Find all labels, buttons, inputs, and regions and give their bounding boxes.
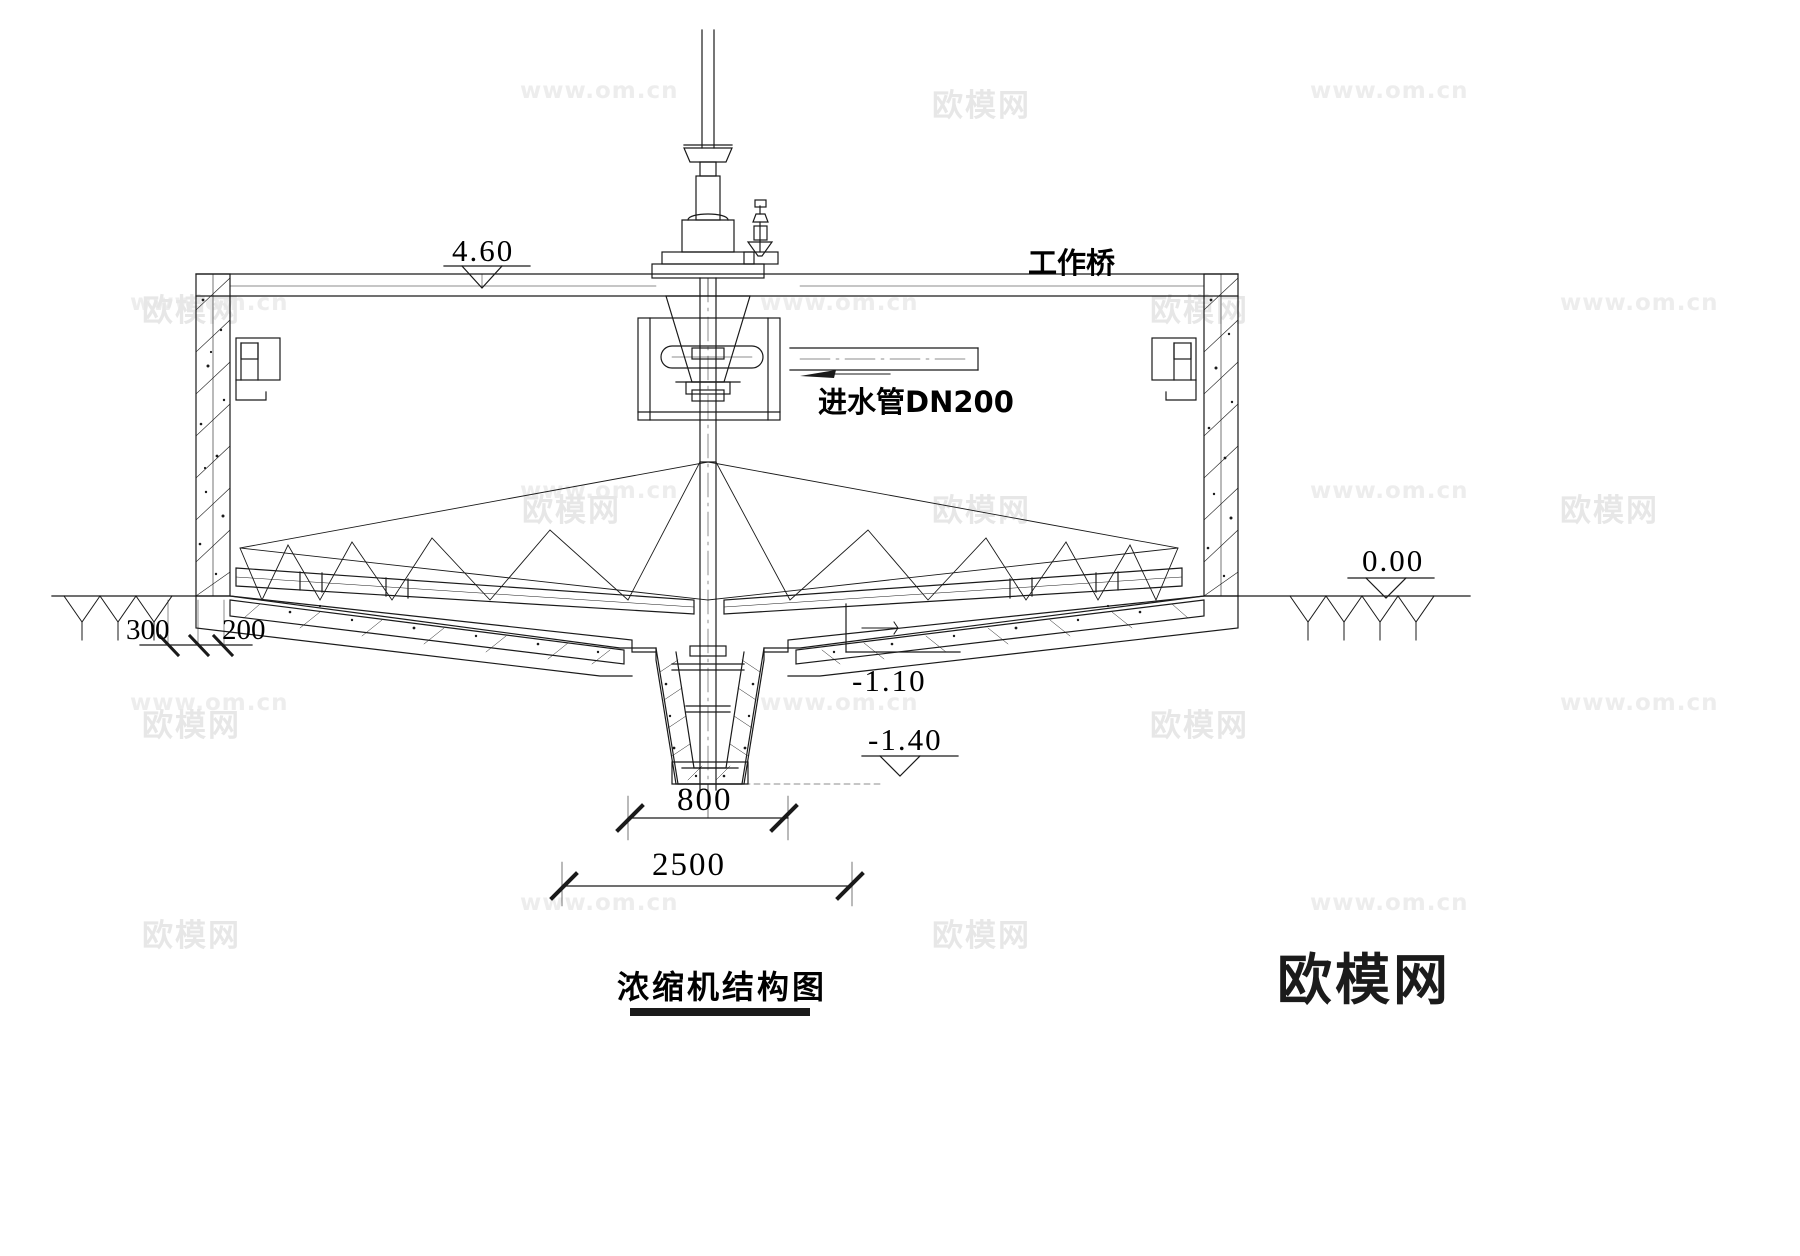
elevation-symbol-110 [845, 603, 961, 653]
rake-truss [239, 461, 1179, 602]
hopper-speckles [664, 682, 755, 778]
tank-inner-outline [229, 295, 1205, 597]
dimension-label-300: 300 [126, 614, 170, 646]
scraper-bar-right [723, 567, 1183, 615]
hopper-concrete-hatch [659, 659, 761, 781]
ground-hatch-right [1289, 595, 1435, 641]
elevation-label-minus110: -1.10 [852, 663, 927, 698]
ground-hatch-left [63, 595, 173, 641]
tank-wall-left [195, 273, 231, 597]
dimension-label-200: 200 [222, 614, 266, 646]
sludge-hopper [655, 647, 765, 785]
concrete-hatch-left-wall [195, 277, 231, 597]
tank-floor [195, 595, 1239, 785]
elevation-symbol-000 [1347, 577, 1435, 599]
shaft-collars [689, 347, 727, 657]
dimension-label-2500: 2500 [652, 847, 726, 883]
concrete-speckles-left [198, 298, 226, 576]
floor-speckles [288, 604, 1142, 654]
elevation-symbol-460 [443, 265, 531, 289]
title-underline [630, 1008, 810, 1016]
flow-arrow [800, 370, 836, 378]
cross-arm-bearing [660, 345, 764, 369]
elevation-label-460: 4.60 [452, 233, 515, 268]
main-shaft [699, 277, 717, 791]
concrete-hatch-right-wall [1203, 277, 1239, 597]
dimension-2500 [549, 861, 865, 907]
wall-bracket-right [1151, 337, 1197, 401]
work-bridge-label: 工作桥 [1028, 246, 1116, 280]
floor-concrete-hatch [243, 603, 1189, 665]
brand-watermark: 欧模网 [1277, 948, 1452, 1012]
floor-slab-band [229, 599, 1205, 665]
dimension-label-800: 800 [677, 782, 733, 818]
center-frame [637, 317, 781, 421]
drive-assembly [651, 29, 779, 279]
concrete-speckles-right [1206, 298, 1234, 578]
scraper-bar-left [235, 567, 695, 615]
drawing-title: 浓缩机结构图 [617, 968, 828, 1006]
elevation-label-000: 0.00 [1362, 543, 1425, 578]
hopper-rake [671, 663, 745, 763]
side-gauge [743, 199, 779, 265]
dimension-300-200 [139, 599, 253, 658]
wall-bracket-left [235, 337, 281, 401]
inlet-pipe [789, 347, 979, 371]
inlet-pipe-label: 进水管DN200 [818, 385, 1014, 419]
elevation-label-minus140: -1.40 [868, 722, 943, 757]
dimension-800 [615, 783, 799, 841]
elevation-symbol-140 [743, 755, 959, 785]
